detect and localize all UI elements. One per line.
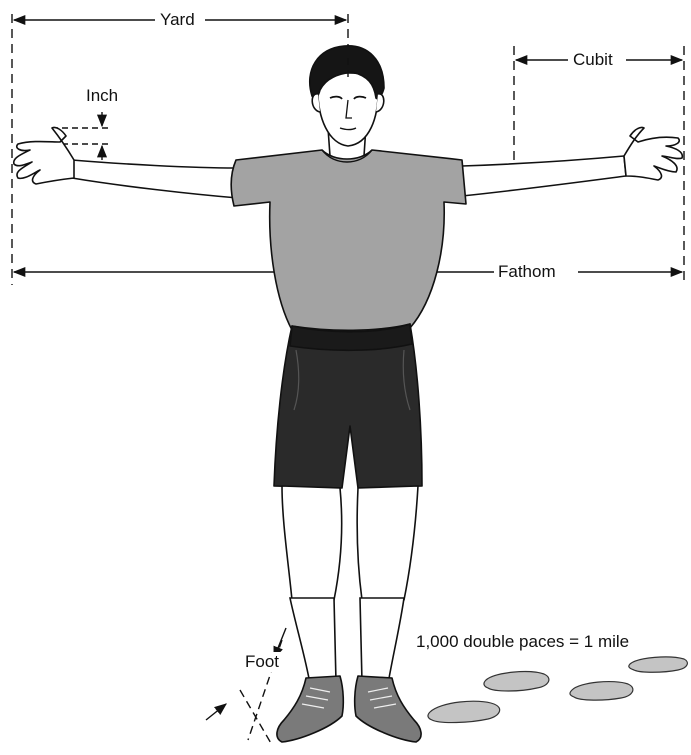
right-leg — [357, 486, 418, 600]
left-sock — [290, 598, 336, 684]
right-sock — [360, 598, 404, 684]
yard-label: Yard — [158, 10, 197, 30]
shorts — [274, 324, 422, 488]
head — [310, 46, 384, 146]
foot-guide-lower — [240, 690, 272, 745]
left-arm — [72, 160, 238, 198]
footprint-3 — [570, 682, 633, 701]
right-shoe — [355, 676, 421, 742]
right-hand — [624, 127, 682, 180]
legs — [282, 486, 418, 600]
face — [318, 73, 378, 146]
foot-arrow-lower — [206, 704, 226, 720]
shoes — [277, 676, 421, 742]
fathom-label: Fathom — [496, 262, 558, 282]
left-shoe — [277, 676, 343, 742]
footprint-1 — [428, 701, 500, 722]
left-leg — [282, 486, 342, 600]
left-hand — [14, 127, 74, 184]
shirt — [231, 150, 466, 335]
inch-label: Inch — [84, 86, 120, 106]
paces-label: 1,000 double paces = 1 mile — [414, 632, 631, 652]
right-arm — [462, 156, 626, 196]
foot-label: Foot — [243, 652, 281, 672]
footprint-4 — [629, 657, 688, 672]
footprint-2 — [484, 672, 549, 691]
socks — [290, 598, 404, 684]
footprints — [428, 657, 687, 723]
cubit-label: Cubit — [571, 50, 615, 70]
